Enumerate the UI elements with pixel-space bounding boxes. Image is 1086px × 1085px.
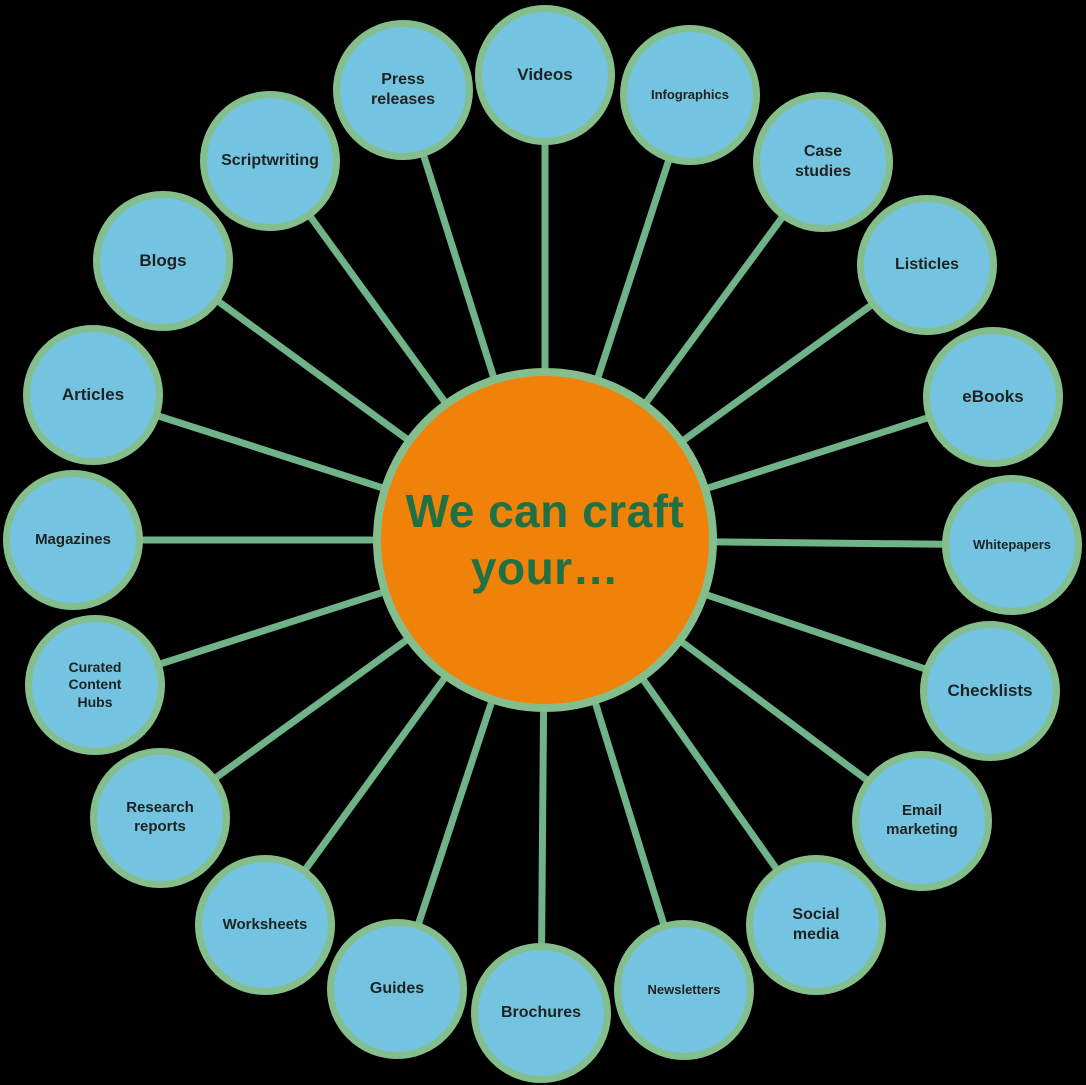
topic-circle: Whitepapers (942, 475, 1082, 615)
topic-label: Case studies (794, 143, 851, 180)
topic-circle: Press releases (333, 20, 473, 160)
topic-label: Videos (517, 65, 573, 85)
topic-label: Whitepapers (972, 536, 1051, 552)
topic-circle: Email marketing (852, 751, 992, 891)
topic-circle: Brochures (471, 943, 611, 1083)
topic-label: Curated Content Hubs (68, 658, 122, 710)
topic-circle: Magazines (3, 470, 143, 610)
topic-circle: Infographics (620, 25, 760, 165)
topic-circle: Social media (746, 855, 886, 995)
topic-circle: Listicles (857, 195, 997, 335)
topic-label: Guides (369, 980, 425, 997)
topic-label: Research reports (126, 799, 194, 835)
topic-label: Newsletters (647, 981, 721, 997)
topic-label: Social media (792, 906, 840, 943)
topic-label: Listicles (894, 256, 960, 273)
topic-circle: Newsletters (614, 920, 754, 1060)
hub-label: We can craft your… (405, 484, 685, 595)
topic-circle: Worksheets (195, 855, 335, 995)
topic-label: Brochures (500, 1004, 582, 1021)
topic-label: Articles (61, 385, 125, 405)
topic-label: Infographics (650, 86, 729, 102)
hub-circle: We can craft your… (373, 368, 717, 712)
topic-circle: Research reports (90, 748, 230, 888)
topic-label: Checklists (947, 681, 1033, 701)
topic-label: Press releases (370, 71, 436, 108)
topic-label: Worksheets (222, 915, 308, 933)
topic-circle: Videos (475, 5, 615, 145)
topic-label: Email marketing (886, 802, 958, 838)
topic-circle: Case studies (753, 92, 893, 232)
topic-circle: Checklists (920, 621, 1060, 761)
topic-label: eBooks (962, 387, 1024, 407)
topic-label: Magazines (35, 530, 111, 548)
topic-circle: Guides (327, 919, 467, 1059)
topic-circle: Blogs (93, 191, 233, 331)
topic-label: Scriptwriting (221, 152, 319, 169)
topic-circle: Curated Content Hubs (25, 615, 165, 755)
topic-label: Blogs (139, 251, 187, 271)
topic-circle: Articles (23, 325, 163, 465)
topic-circle: Scriptwriting (200, 91, 340, 231)
topic-circle: eBooks (923, 327, 1063, 467)
